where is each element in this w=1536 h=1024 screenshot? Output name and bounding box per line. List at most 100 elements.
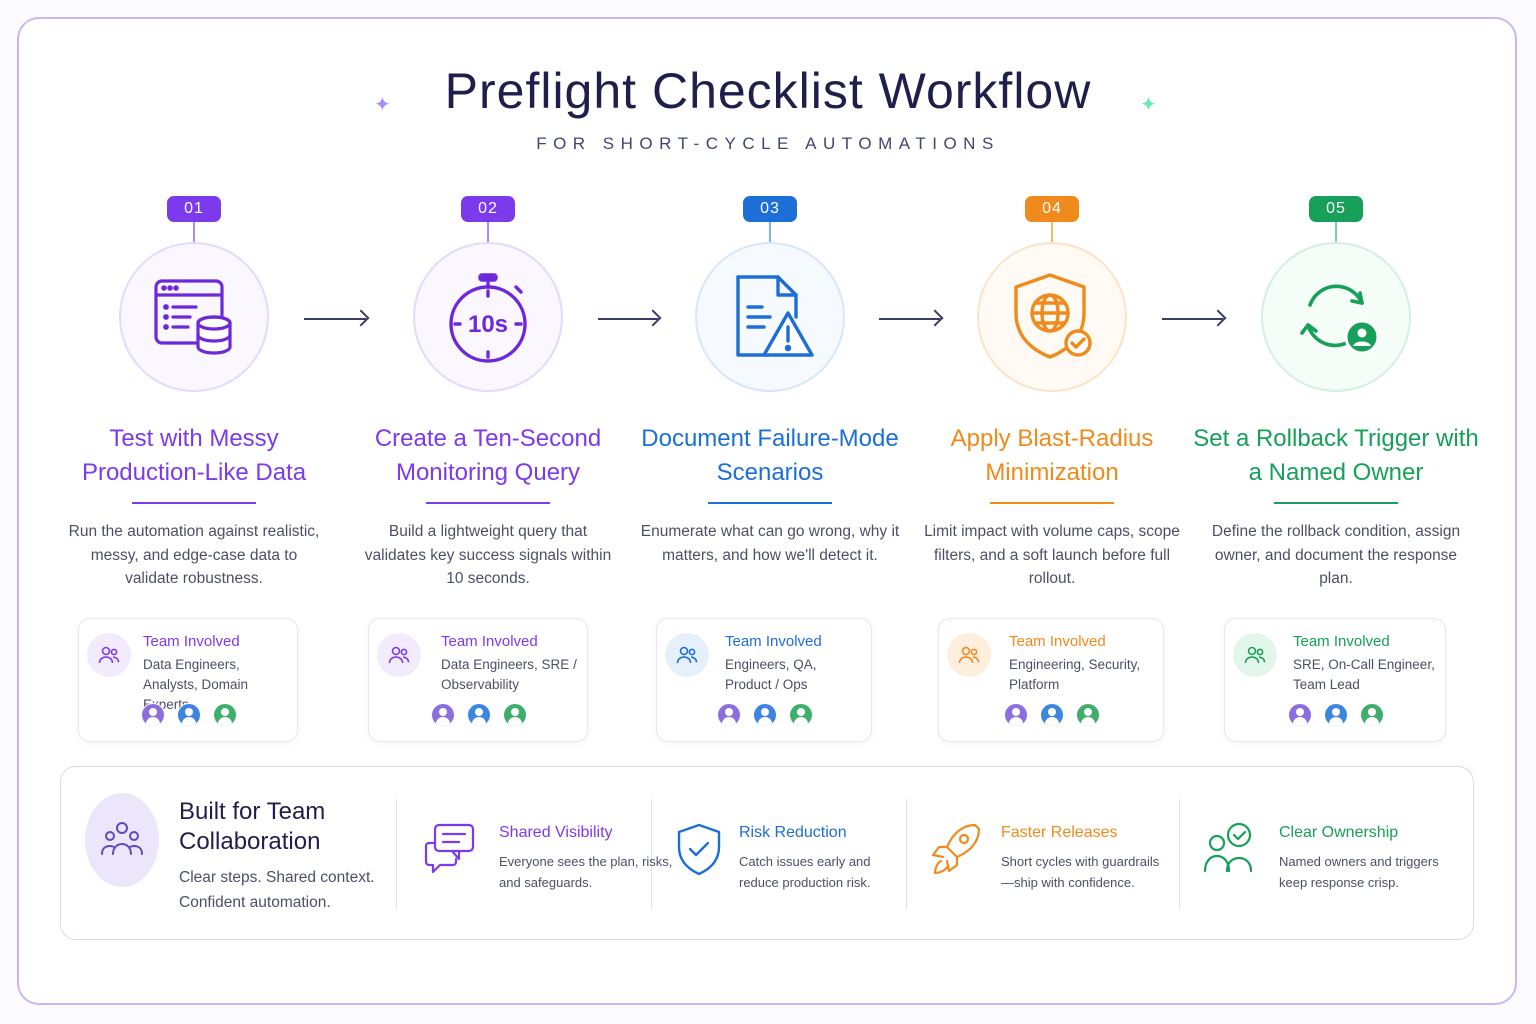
step-number-connector <box>769 222 771 242</box>
step-number-connector <box>193 222 195 242</box>
step-description: Run the automation against realistic, me… <box>68 523 320 587</box>
team-icon <box>665 633 709 677</box>
step-number-connector <box>1051 222 1053 242</box>
benefit-description: Named owners and triggers keep response … <box>1279 854 1439 890</box>
benefit-title: Faster Releases <box>1001 824 1118 841</box>
team-icon <box>1233 633 1277 677</box>
benefit-description: Catch issues early and reduce production… <box>739 854 871 890</box>
collaboration-tagline: Clear steps. Shared context. Confident a… <box>179 869 375 911</box>
avatar <box>1287 703 1312 727</box>
collaboration-panel: Built for Team Collaboration Clear steps… <box>60 766 1474 940</box>
team-card: Team Involved Engineering, Security, Pla… <box>938 618 1164 742</box>
avatar-group <box>1225 703 1447 732</box>
document-warning-icon <box>736 275 814 357</box>
step-title: Document Failure-Mode Scenarios <box>641 425 899 486</box>
step-title-underline <box>708 502 832 504</box>
shield-check-icon <box>677 823 721 876</box>
sparkle-right-icon: ✦ <box>1140 94 1157 116</box>
team-label: Team Involved <box>143 633 240 650</box>
team-icon <box>947 633 991 677</box>
step-description: Define the rollback condition, assign ow… <box>1211 523 1461 587</box>
step-4: 04 Apply Blast-Radius Minimization Limit… <box>922 190 1182 750</box>
step-number-badge: 05 <box>1309 196 1363 222</box>
avatar <box>140 703 165 727</box>
step-icon-circle <box>695 242 845 392</box>
flow-arrow-3 <box>879 318 940 320</box>
team-label: Team Involved <box>1293 633 1390 650</box>
team-members: Data Engineers, SRE / Observability <box>441 657 577 692</box>
step-1: 01 Test with Messy Production-Like Data … <box>64 190 324 750</box>
avatar <box>1076 703 1101 727</box>
avatar-group <box>657 703 873 732</box>
step-title-underline <box>426 502 550 504</box>
benefit-description: Short cycles with guardrails—ship with c… <box>1001 854 1160 890</box>
benefit-title: Shared Visibility <box>499 824 613 841</box>
benefit-clear-ownership: Clear Ownership Named owners and trigger… <box>1203 819 1453 909</box>
step-title-underline <box>990 502 1114 504</box>
data-browser-database-icon <box>154 279 232 355</box>
team-card: Team Involved Engineers, QA, Product / O… <box>656 618 872 742</box>
divider <box>651 799 652 909</box>
timer-text: 10s <box>468 311 508 338</box>
step-description: Enumerate what can go wrong, why it matt… <box>640 523 900 564</box>
avatar <box>753 703 777 727</box>
step-title: Apply Blast-Radius Minimization <box>950 425 1154 486</box>
team-members: SRE, On-Call Engineer, Team Lead <box>1293 657 1435 692</box>
avatar <box>213 703 238 727</box>
benefit-shared-visibility: Shared Visibility Everyone sees the plan… <box>423 819 673 909</box>
team-icon <box>87 633 131 677</box>
step-description: Build a lightweight query that validates… <box>364 523 612 587</box>
flow-arrow-1 <box>304 318 366 320</box>
divider <box>906 799 907 909</box>
avatar <box>467 703 491 727</box>
sparkle-left-icon: ✦ <box>374 94 391 116</box>
avatar <box>716 703 741 727</box>
page-subtitle: FOR SHORT-CYCLE AUTOMATIONS <box>536 134 1000 153</box>
team-card: Team Involved Data Engineers, Analysts, … <box>78 618 298 742</box>
team-card: Team Involved Data Engineers, SRE / Obse… <box>368 618 588 742</box>
collaboration-title: Built for Team Collaboration <box>179 798 326 855</box>
step-icon-circle: 10s <box>413 242 563 392</box>
team-label: Team Involved <box>441 633 538 650</box>
rollback-owner-icon <box>1300 284 1380 355</box>
avatar <box>177 703 201 727</box>
avatar <box>430 703 455 727</box>
chat-bubbles-icon <box>424 823 475 874</box>
flow-arrow-2 <box>598 318 658 320</box>
team-members: Engineering, Security, Platform <box>1009 657 1141 692</box>
avatar <box>1360 703 1385 727</box>
rocket-icon <box>931 823 981 875</box>
divider <box>1179 799 1180 909</box>
step-2: 02 10s Create a Ten-Second Monitoring Qu… <box>358 190 618 750</box>
step-number-badge: 04 <box>1025 196 1079 222</box>
avatar-group <box>79 703 299 732</box>
team-members: Engineers, QA, Product / Ops <box>725 657 817 692</box>
people-check-icon <box>1203 822 1253 873</box>
benefit-title: Clear Ownership <box>1279 824 1399 841</box>
avatar-group <box>939 703 1165 732</box>
step-title: Create a Ten-Second Monitoring Query <box>374 425 602 486</box>
step-icon-circle <box>119 242 269 392</box>
team-group-icon <box>85 793 159 887</box>
step-icon-circle <box>977 242 1127 392</box>
team-icon <box>377 633 421 677</box>
step-3: 03 Document Failure-Mode Scenarios Enume… <box>640 190 900 750</box>
avatar <box>503 703 528 727</box>
avatar-group <box>369 703 589 732</box>
team-label: Team Involved <box>1009 633 1106 650</box>
stopwatch-10s-icon: 10s <box>449 273 527 363</box>
step-icon-circle <box>1261 242 1411 392</box>
step-number-connector <box>487 222 489 242</box>
benefit-description: Everyone sees the plan, risks, and safeg… <box>499 854 673 890</box>
step-title-underline <box>132 502 256 504</box>
benefit-risk-reduction: Risk Reduction Catch issues early and re… <box>675 819 925 909</box>
step-title: Test with Messy Production-Like Data <box>81 425 307 486</box>
benefit-faster-releases: Faster Releases Short cycles with guardr… <box>929 819 1179 909</box>
avatar <box>1040 703 1064 727</box>
step-description: Limit impact with volume caps, scope fil… <box>924 523 1180 587</box>
step-title: Set a Rollback Trigger with a Named Owne… <box>1193 425 1479 486</box>
step-5: 05 Set a Rollback Trigger with a Named O… <box>1193 190 1479 750</box>
page-title: Preflight Checklist Workflow <box>444 63 1092 119</box>
avatar <box>1003 703 1028 727</box>
team-card: Team Involved SRE, On-Call Engineer, Tea… <box>1224 618 1446 742</box>
